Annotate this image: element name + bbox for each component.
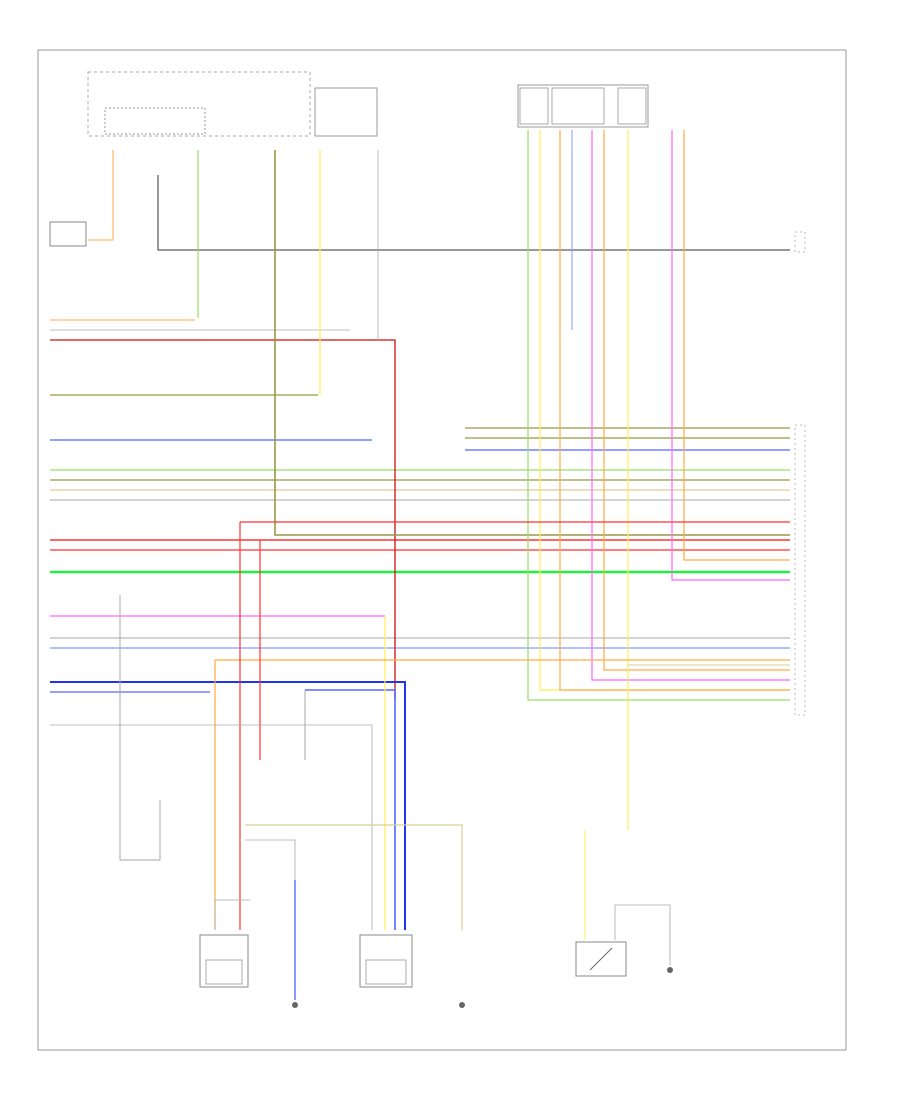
wire-yellow-right	[539, 130, 790, 691]
wire-pink-right-2	[671, 130, 790, 581]
bottom-left-unit	[199, 934, 249, 988]
wire-pink-right	[591, 130, 790, 681]
wire-darkblue-down	[50, 681, 406, 930]
wire-darkred	[50, 339, 396, 700]
left-sensor-box	[49, 221, 87, 247]
wires	[50, 130, 790, 1000]
wire-orange-top	[88, 150, 114, 241]
wire-khaki-lower	[245, 824, 463, 930]
wire-orange-right-3	[683, 130, 790, 561]
wire-blue-lower-2	[305, 689, 396, 930]
top-left-module	[87, 71, 378, 137]
bottom-right-switch	[575, 941, 627, 977]
wire-grey-bottom	[214, 899, 250, 930]
ground-point-2	[459, 1002, 465, 1008]
wire-black-top	[157, 175, 790, 251]
wire-olive-main	[274, 150, 790, 536]
diagram-border	[37, 49, 847, 1051]
bottom-center-unit	[359, 934, 413, 988]
wire-green-right	[527, 130, 790, 701]
wire-grey-lower-2	[50, 724, 373, 930]
right-connector-pins	[794, 231, 806, 716]
bottom-components	[199, 934, 673, 1008]
wire-grey-switch	[614, 904, 671, 965]
ground-point-3	[667, 967, 673, 973]
wire-grey-loop	[119, 595, 161, 861]
wire-orange-right	[559, 130, 790, 691]
wire-orange-right-2	[603, 130, 790, 671]
ground-point-1	[292, 1002, 298, 1008]
wire-grey-ground	[245, 839, 296, 1000]
top-right-connector	[517, 84, 649, 128]
